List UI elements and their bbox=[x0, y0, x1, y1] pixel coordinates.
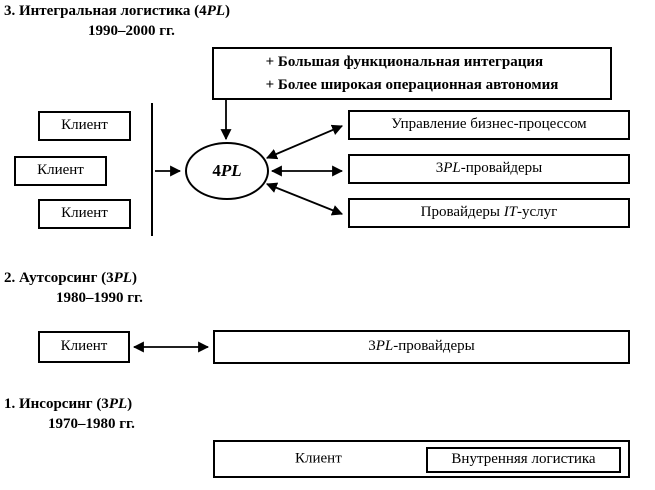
3pl-pl: PL bbox=[443, 160, 461, 177]
3pl-providers-wide-box: 3PL-провайдеры bbox=[213, 330, 630, 364]
integration-line-2: + Более широкая операционная автономия bbox=[265, 76, 559, 93]
3pl-wide-pl: PL bbox=[375, 338, 394, 355]
3pl-wide-label: 3PL-провайдеры bbox=[368, 338, 474, 355]
hub-pl: PL bbox=[220, 161, 242, 180]
section2-title: 2. Аутсорсинг (3PL) bbox=[4, 270, 137, 287]
3pl-rest: -провайдеры bbox=[460, 160, 543, 177]
client-2-label: Клиент bbox=[37, 162, 84, 179]
hub-4: 4 bbox=[212, 161, 221, 180]
section2-title-pl: PL bbox=[113, 270, 132, 286]
section3-title: 3. Интегральная логистика (4PL) bbox=[4, 3, 230, 20]
client-outsourcing-label: Клиент bbox=[60, 338, 108, 355]
it-providers-label: Провайдеры IT-услуг bbox=[421, 204, 558, 221]
client-insourcing-label: Клиент bbox=[295, 450, 342, 467]
business-process-box: Управление бизнес-процессом bbox=[348, 110, 630, 140]
client-1-label: Клиент bbox=[61, 117, 108, 134]
integration-line-1: + Большая функциональная интеграция bbox=[265, 54, 544, 70]
3pl-wide-rest: -провайдеры bbox=[393, 338, 475, 355]
section2-title-close: ) bbox=[131, 270, 137, 286]
3pl-providers-label: 3PL-провайдеры bbox=[436, 160, 542, 177]
3pl-wide-num: 3 bbox=[368, 338, 376, 355]
it-it: IT bbox=[503, 204, 518, 221]
section1-title-text: 1. Инсорсинг (3 bbox=[4, 396, 109, 412]
hub-to-it-arrow bbox=[265, 182, 344, 216]
client-box-3: Клиент bbox=[38, 199, 131, 229]
client-box-outsourcing: Клиент bbox=[38, 331, 130, 363]
it-pre: Провайдеры bbox=[420, 204, 504, 221]
internal-logistics-label: Внутренняя логистика bbox=[451, 451, 596, 468]
section1-title: 1. Инсорсинг (3PL) bbox=[4, 396, 132, 413]
section3-title-close: ) bbox=[225, 3, 231, 19]
section1-title-pl: PL bbox=[108, 396, 128, 412]
client-3-label: Клиент bbox=[61, 205, 108, 222]
integration-text: + Большая функциональная интеграция + Бо… bbox=[266, 51, 559, 96]
section3-title-pl: PL bbox=[206, 3, 226, 19]
it-providers-box: Провайдеры IT-услуг bbox=[348, 198, 630, 228]
hub-4pl-label: 4PL bbox=[212, 161, 241, 181]
section3-title-text: 3. Интегральная логистика (4 bbox=[4, 3, 207, 19]
3pl-num: 3 bbox=[435, 160, 444, 177]
hub-4pl-ellipse: 4PL bbox=[185, 142, 269, 200]
integration-box: + Большая функциональная интеграция + Бо… bbox=[212, 47, 612, 100]
section3-years: 1990–2000 гг. bbox=[88, 23, 175, 39]
it-rest: -услуг bbox=[517, 204, 558, 221]
business-process-label: Управление бизнес-процессом bbox=[391, 116, 587, 133]
hub-to-business-arrow bbox=[265, 124, 344, 160]
3pl-providers-box: 3PL-провайдеры bbox=[348, 154, 630, 184]
section2-title-text: 2. Аутсорсинг (3 bbox=[4, 270, 114, 286]
internal-logistics-box: Внутренняя логистика bbox=[426, 447, 621, 473]
client-box-1: Клиент bbox=[38, 111, 131, 141]
client-insourcing-box: Клиент Внутренняя логистика bbox=[213, 440, 630, 478]
client-box-2: Клиент bbox=[14, 156, 107, 186]
section2-years: 1980–1990 гг. bbox=[56, 290, 143, 306]
section1-years: 1970–1980 гг. bbox=[48, 416, 135, 432]
section1-title-close: ) bbox=[127, 396, 133, 412]
